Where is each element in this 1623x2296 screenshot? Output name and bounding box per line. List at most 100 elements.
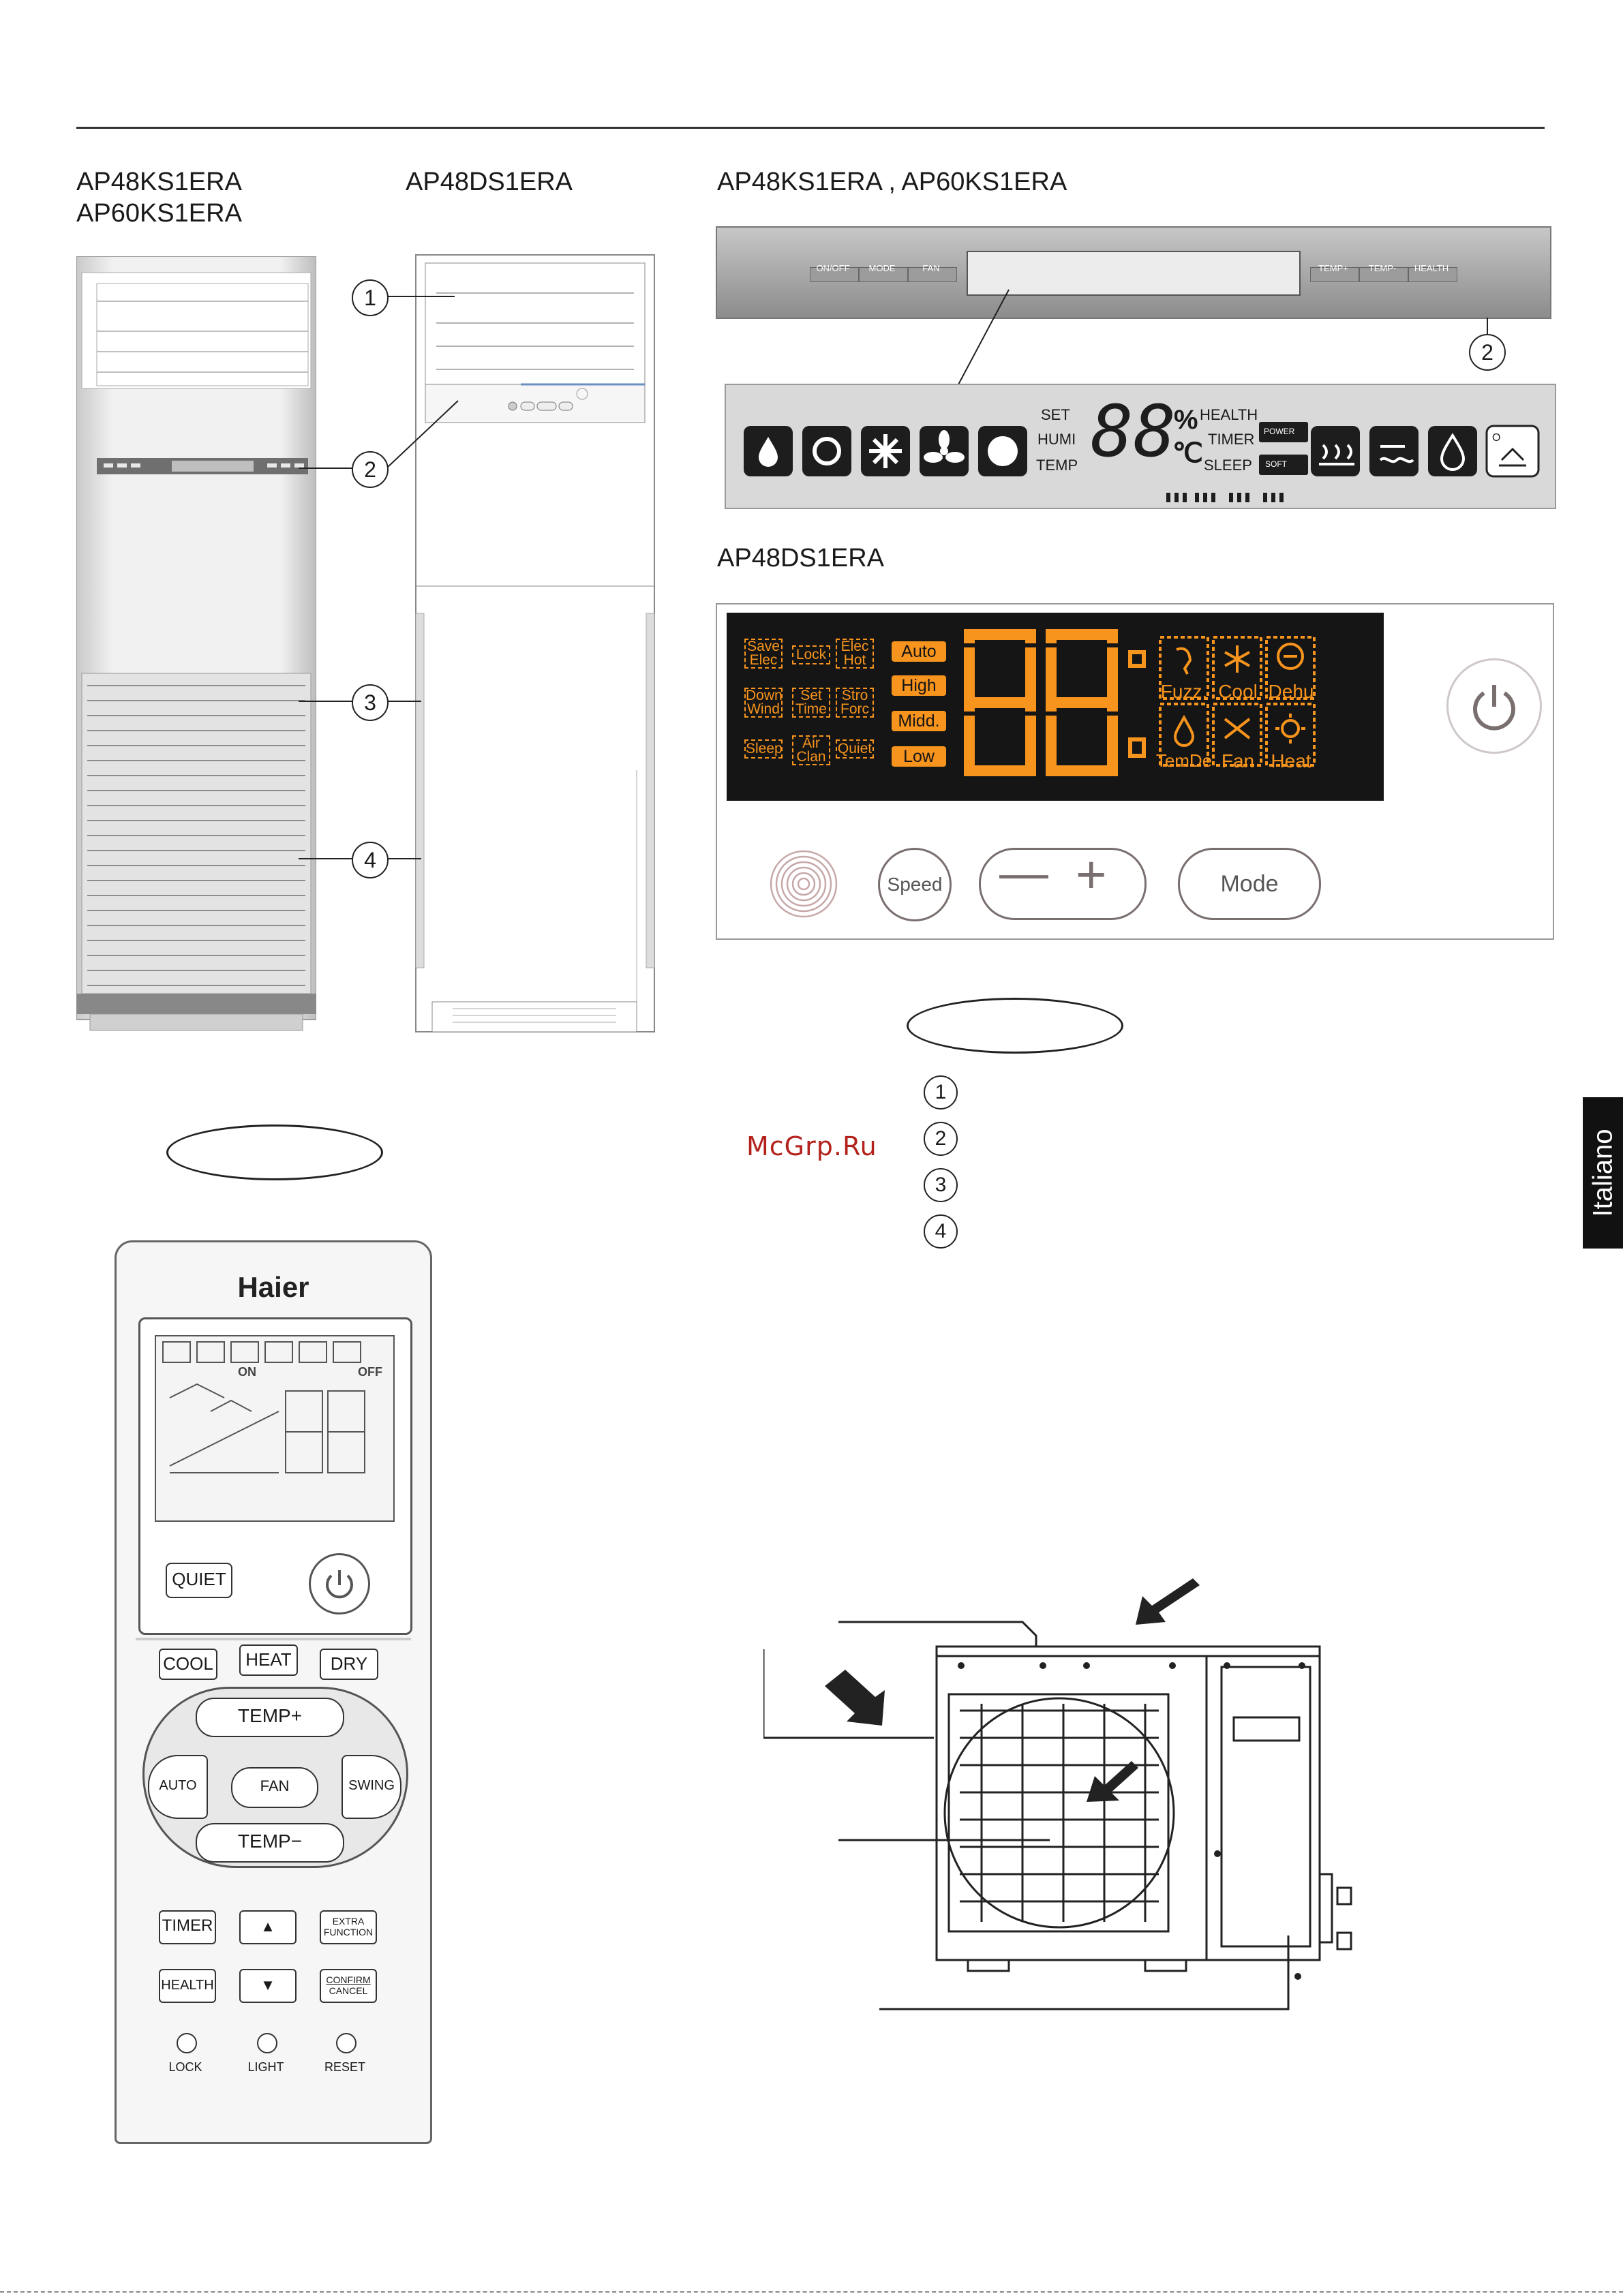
remote-brand: Haier <box>237 1271 309 1303</box>
bottom-dashed-rule <box>0 2291 1623 2293</box>
lock-button[interactable] <box>177 2033 197 2053</box>
sensor-rings-icon <box>770 850 838 918</box>
header-rule <box>76 127 1545 129</box>
fan-label: FAN <box>922 263 940 273</box>
lcd-speed-midd: Midd. <box>892 711 946 731</box>
disp-a-timer: TIMER <box>1208 431 1255 448</box>
lcd-mode-fuzz: Fuzz. <box>1160 681 1208 702</box>
display-ks1-icons: O <box>744 422 1540 502</box>
mode-button-ds1[interactable]: Mode <box>1178 848 1321 920</box>
panel-a-mini-display <box>967 251 1301 296</box>
light-button[interactable] <box>257 2033 277 2053</box>
lcd-mode-dehu: Dehu <box>1268 681 1314 702</box>
lcd-speed-high: High <box>892 675 946 696</box>
disp-a-celsius: ℃ <box>1172 438 1203 468</box>
mode-button[interactable] <box>859 267 908 282</box>
lcd-ds1-content: Save Elec Down Wind Sleep Lock Set Time … <box>725 611 1382 799</box>
swing-button[interactable]: SWING <box>342 1755 401 1819</box>
language-label: Italiano <box>1588 1129 1618 1217</box>
temp-plus-label: TEMP+ <box>1318 263 1348 273</box>
temp-minus-button[interactable] <box>1359 267 1408 282</box>
extra-function-button[interactable]: EXTRA FUNCTION <box>320 1910 377 1944</box>
model-ks1-48: AP48KS1ERA <box>76 168 242 196</box>
watermark: McGrp.Ru <box>746 1131 877 1161</box>
callout-4: 4 <box>352 842 389 878</box>
lcd-speed-auto: Auto <box>892 641 946 662</box>
quiet-button[interactable]: QUIET <box>166 1563 232 1598</box>
minus-button[interactable]: — <box>999 846 1048 900</box>
power-button-ds1[interactable] <box>1446 658 1542 754</box>
mode-label: MODE <box>868 263 896 273</box>
disp-a-temp: TEMP <box>1036 457 1078 474</box>
lcd-mode-cool: Cool <box>1218 681 1258 702</box>
lcd-stro-forc: Stro Forc <box>836 688 874 718</box>
cancel-label: CANCEL <box>329 1985 368 1996</box>
lcd-elec-hot: Elec Hot <box>836 639 874 669</box>
part-number-3: 3 <box>924 1168 958 1202</box>
panel-a-leaders <box>957 289 1488 386</box>
timer-button[interactable]: TIMER <box>159 1910 216 1944</box>
cool-button[interactable]: COOL <box>159 1649 217 1680</box>
parts-number-list: 1 2 3 4 <box>924 1075 958 1261</box>
lcd-quiet: Quiet <box>836 739 874 759</box>
extra-label-1: EXTRA <box>332 1916 365 1927</box>
control-panel-ks1: ON/OFF MODE FAN TEMP+ TEMP- HEALTH <box>716 226 1551 319</box>
disp-a-set: SET <box>1041 406 1070 423</box>
health-label: HEALTH <box>1414 263 1449 273</box>
svg-text:O: O <box>1492 432 1500 444</box>
temp-minus-remote[interactable]: TEMP− <box>196 1823 344 1863</box>
light-label: LIGHT <box>247 2060 284 2074</box>
lcd-speed-low: Low <box>892 746 946 767</box>
dry-button[interactable]: DRY <box>320 1649 378 1680</box>
extra-label-2: FUNCTION <box>323 1927 374 1938</box>
lcd-set-time: Set Time <box>792 688 830 718</box>
remote-control: Haier ON OFF QUIET COOL HEAT DRY TEMP+ A… <box>115 1240 432 2144</box>
disp-a-percent: % <box>1174 405 1198 435</box>
lock-label: LOCK <box>168 2060 202 2074</box>
lcd-down-wind: Down Wind <box>744 688 783 718</box>
health-button-remote[interactable]: HEALTH <box>159 1969 216 2003</box>
heat-button[interactable]: HEAT <box>239 1644 298 1676</box>
lcd-save-elec: Save Elec <box>744 639 783 669</box>
speed-button[interactable]: Speed <box>878 848 952 921</box>
plus-button[interactable]: + <box>1076 844 1107 904</box>
fan-button[interactable] <box>908 267 957 282</box>
onoff-label: ON/OFF <box>816 263 850 273</box>
callout-2: 2 <box>352 451 389 488</box>
auto-button[interactable]: AUTO <box>148 1755 208 1819</box>
callout-2-panel: 2 <box>1469 334 1506 371</box>
disp-a-soft: SOFT <box>1265 459 1287 469</box>
confirm-cancel-button[interactable]: CONFIRM CANCEL <box>320 1969 377 2003</box>
remote-lcd: ON OFF <box>155 1335 395 1522</box>
reset-button[interactable] <box>336 2033 357 2053</box>
callout-1: 1 <box>352 279 389 316</box>
lcd-air-clan: Air Clan <box>792 735 830 765</box>
disp-a-sleep: SLEEP <box>1204 457 1252 474</box>
down-button[interactable]: ▼ <box>239 1969 297 2003</box>
remote-divider <box>136 1638 411 1640</box>
up-button[interactable]: ▲ <box>239 1910 297 1944</box>
fan-button-remote[interactable]: FAN <box>231 1767 318 1808</box>
temp-minus-label: TEMP- <box>1368 263 1397 273</box>
remote-lcd-on: ON <box>238 1365 256 1379</box>
lcd-mode-heat: Heat <box>1271 750 1311 771</box>
remote-lcd-off: OFF <box>358 1365 382 1379</box>
remote-lcd-icons <box>162 1341 365 1473</box>
disp-a-power: POWER <box>1264 427 1295 436</box>
panel-b-title: AP48DS1ERA <box>717 544 885 572</box>
part-number-4: 4 <box>924 1214 958 1249</box>
onoff-button[interactable] <box>810 267 859 282</box>
label-oval-remote <box>166 1124 383 1180</box>
language-tab: Italiano <box>1583 1097 1623 1249</box>
remote-power-button[interactable] <box>309 1553 370 1614</box>
health-button[interactable] <box>1408 267 1457 282</box>
indoor-unit-ds1-illustration <box>415 254 655 1032</box>
lcd-mode-temde: TemDe <box>1155 750 1213 771</box>
disp-a-health: HEALTH <box>1200 406 1258 423</box>
panel-a-title: AP48KS1ERA , AP60KS1ERA <box>717 168 1067 196</box>
disp-a-digits: 88 <box>1091 390 1177 473</box>
model-ks1-60: AP60KS1ERA <box>76 199 242 228</box>
temp-plus-remote[interactable]: TEMP+ <box>196 1698 344 1737</box>
temp-adjust-button[interactable] <box>979 848 1147 920</box>
temp-plus-button[interactable] <box>1310 267 1359 282</box>
